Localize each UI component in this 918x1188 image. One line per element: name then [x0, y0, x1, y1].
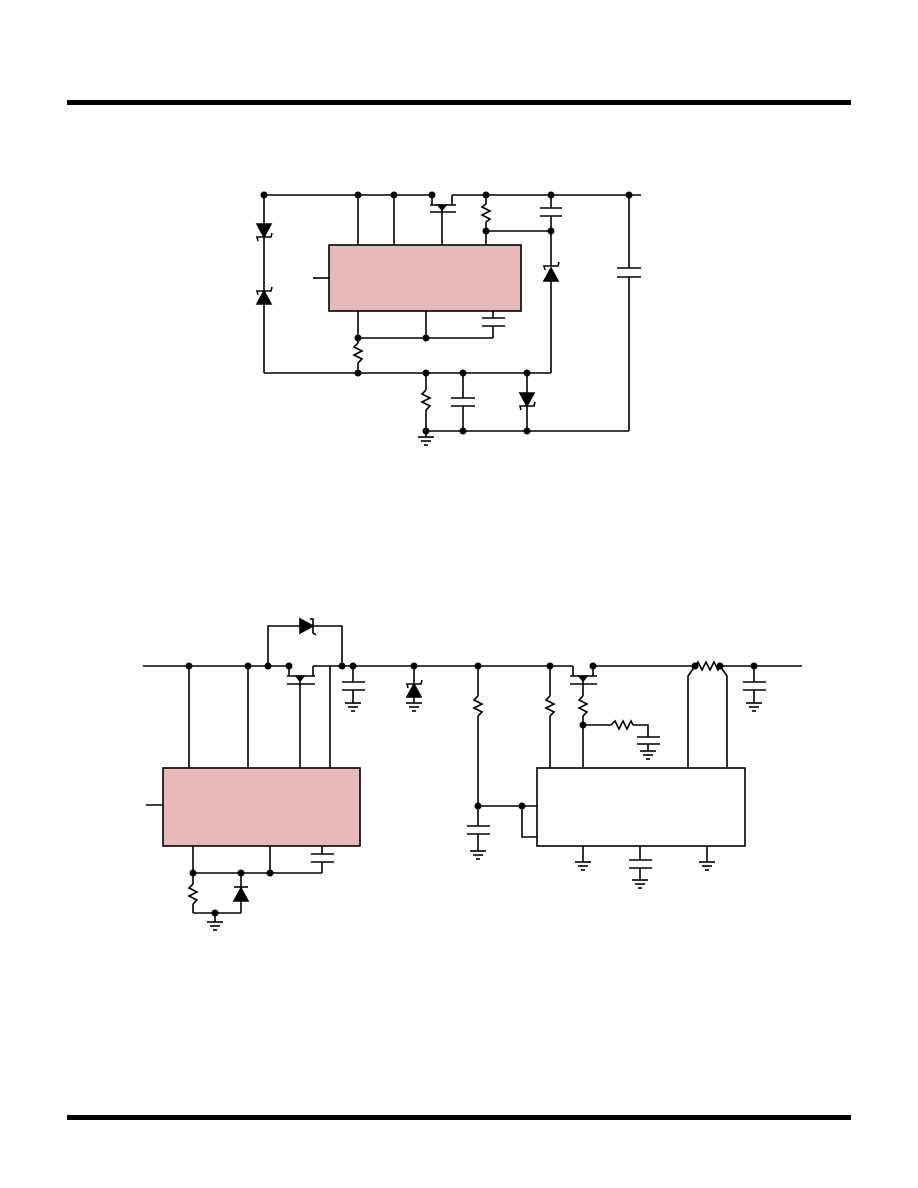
zener-z2 [255, 286, 273, 373]
footer-rule [67, 1115, 851, 1120]
ic-block-2 [162, 767, 361, 847]
resistor-r5 [544, 666, 556, 768]
mosfet-q1 [430, 195, 456, 245]
capacitor-c2 [617, 195, 641, 431]
ground-ic2 [207, 913, 223, 931]
capacitor-c1 [540, 195, 562, 231]
diode-d1 [267, 617, 343, 666]
ic-block-1 [328, 244, 522, 312]
zener-z6 [232, 873, 250, 913]
capacitor-c7 [743, 666, 766, 712]
capacitor-c3 [482, 311, 505, 338]
capacitor-c5 [342, 666, 365, 712]
ic-block-3 [536, 767, 746, 847]
resistor-r8 [687, 660, 728, 768]
capacitor-c9 [311, 846, 334, 873]
capacitor-c4 [451, 373, 475, 431]
capacitor-c8 [629, 846, 652, 889]
resistor-r4 [472, 666, 484, 806]
resistor-r3 [420, 373, 432, 431]
resistor-r9 [187, 873, 199, 913]
capacitor-c6 [467, 806, 490, 860]
junction-dots-2 [185, 662, 758, 917]
resistor-r1 [480, 195, 492, 245]
zener-z3 [542, 231, 560, 373]
zener-z5 [405, 666, 423, 712]
ground-ic3-left [575, 846, 591, 871]
mosfet-q2 [287, 666, 315, 768]
zener-z1 [255, 195, 273, 290]
ground-ic3-right [699, 846, 715, 871]
resistor-r2 [352, 342, 364, 373]
junction-dots-1 [260, 191, 633, 435]
zener-z4 [518, 373, 536, 431]
resistor-r6 [577, 695, 589, 768]
resistor-r7 [583, 719, 660, 760]
header-rule [67, 100, 851, 105]
mosfet-q3 [570, 666, 597, 696]
